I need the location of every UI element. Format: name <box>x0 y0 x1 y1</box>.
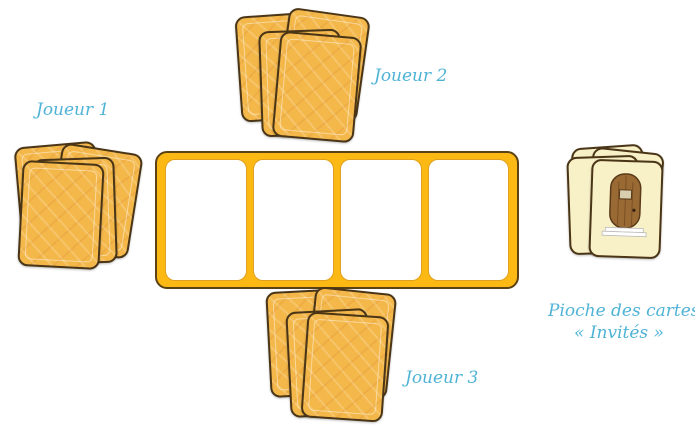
player-1-hand <box>10 138 150 278</box>
player-3-hand <box>262 286 402 426</box>
board-slot-3[interactable] <box>340 159 422 281</box>
player-1-label: Joueur 1 <box>36 100 109 120</box>
invite-deck-label-line-2: « Invités » <box>548 322 690 344</box>
player-3-label: Joueur 3 <box>405 368 478 388</box>
table-board <box>155 151 519 289</box>
player-2-card-4[interactable] <box>272 31 363 144</box>
player-1-card-4[interactable] <box>17 160 104 270</box>
invite-deck-label-line-1: Pioche des cartes <box>548 300 690 322</box>
player-2-hand <box>230 8 370 148</box>
invite-card-top[interactable] <box>588 159 663 259</box>
player-3-card-4[interactable] <box>300 311 389 422</box>
invite-deck[interactable] <box>562 142 672 282</box>
board-slot-1[interactable] <box>165 159 247 281</box>
player-2-label: Joueur 2 <box>374 66 447 86</box>
board-slot-2[interactable] <box>253 159 335 281</box>
board-slot-4[interactable] <box>428 159 510 281</box>
door-icon <box>590 161 661 257</box>
invite-deck-label: Pioche des cartes « Invités » <box>548 300 690 344</box>
